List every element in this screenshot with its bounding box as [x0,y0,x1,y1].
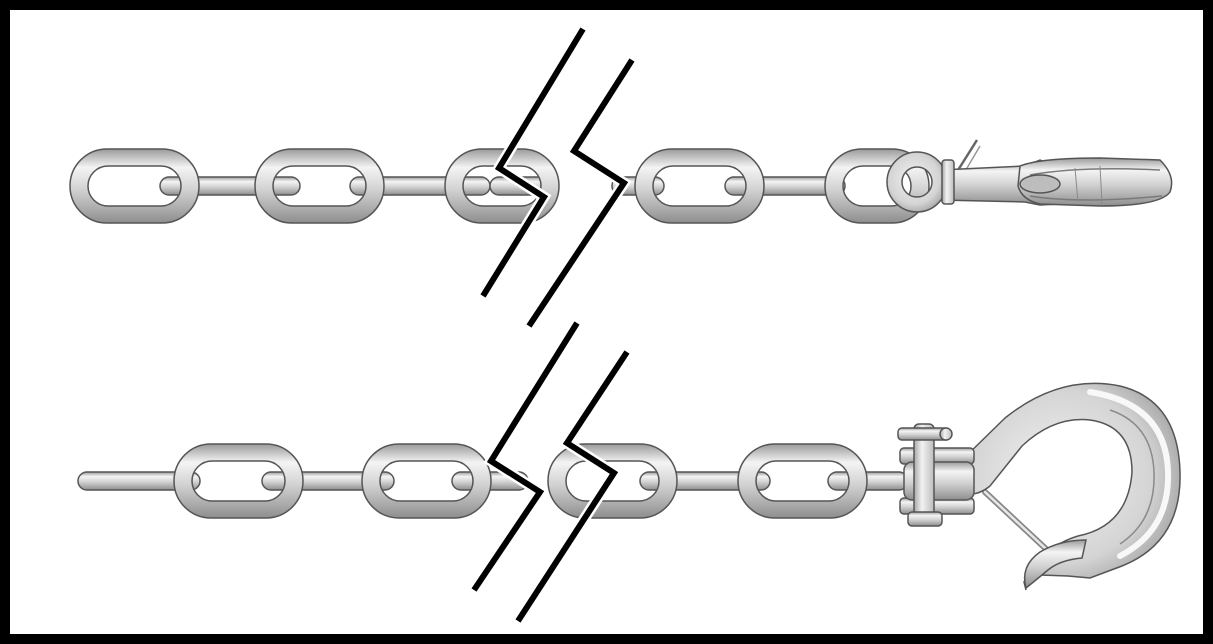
chain-link-face [254,148,385,224]
hook-back-groove [1109,409,1155,545]
break-line [515,350,630,623]
break-line [471,321,580,592]
chain-link-face [444,148,560,224]
break-lines-top [478,26,637,330]
chain-link-face [634,148,765,224]
hook-detail-line [1029,168,1161,176]
hook-back-highlight [1087,389,1172,559]
hook-detail-line [1099,165,1103,205]
hook-tip [1023,539,1087,590]
hook-slot [1019,174,1061,194]
hook-detail-line [1029,195,1163,201]
hook-body-side [1017,157,1173,207]
clevis-pin-base [907,511,943,527]
clevis-slip-hook [897,382,1181,591]
clevis-pin-end [939,427,953,441]
break-line [526,58,635,328]
chain-link-face [737,443,868,519]
swivel-collar [941,159,955,205]
break-line [480,27,586,298]
chain-bottom [77,382,1181,591]
break-lines-bottom [469,320,632,624]
chain-link-edge [827,471,909,491]
swivel-hook-side-view [886,139,1173,213]
chain-link-face [173,443,304,519]
chain-link-face [361,443,492,519]
chain-link-edge [77,471,201,491]
hook-body [959,382,1181,591]
chain-link-face [69,148,200,224]
swivel-eye [886,151,948,213]
hook-detail-line [1074,167,1079,203]
